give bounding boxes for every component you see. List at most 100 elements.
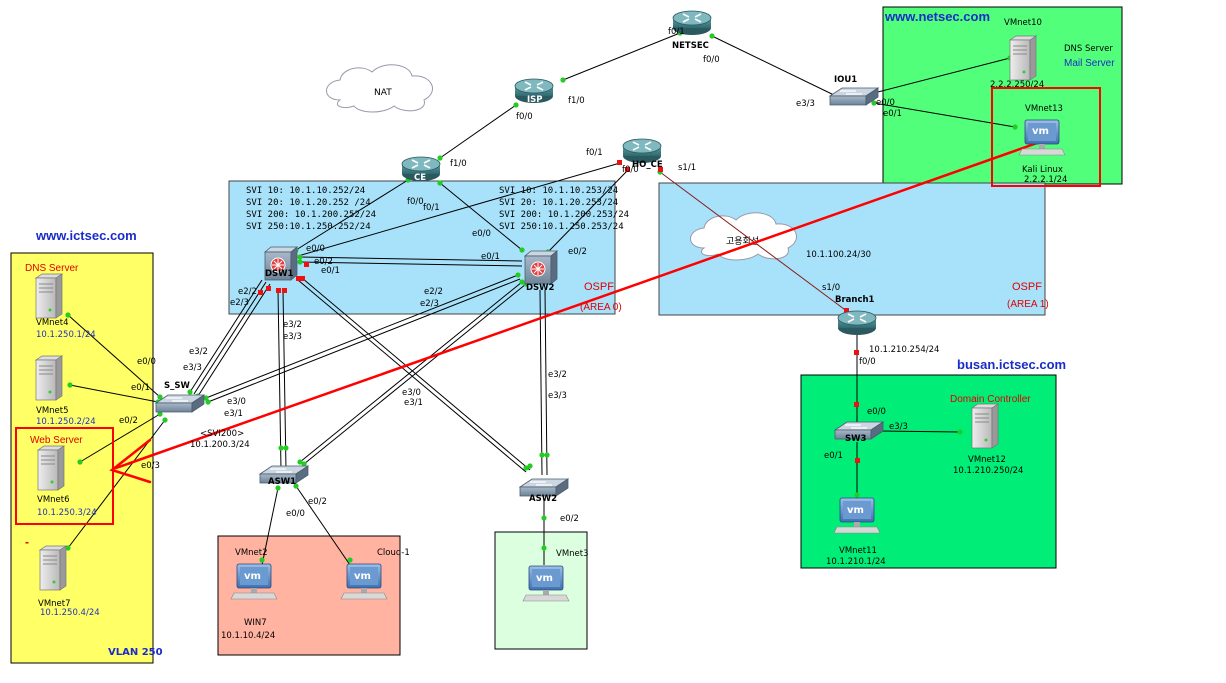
vm-vmnet13[interactable]: vm VMnet13 Kali Linux 2.2.2.1/24 [1018,104,1067,185]
server-vmnet5-name: VMnet5 [36,406,69,416]
s-sw-svi-label: <SVI200> [200,429,244,439]
port-dsw1-e00: e0/0 [306,244,325,254]
vmnet3-vm-badge: vm [536,573,553,584]
vm-cloud1-name: Cloud-1 [377,548,410,558]
netsec-zone [882,6,1123,185]
vm-vmnet2-name: VMnet2 [235,548,268,558]
port-isp-f00: f0/0 [516,112,533,122]
vmnet2-vm-badge: vm [244,571,261,582]
port-ssw-e30: e3/0 [227,397,246,407]
router-isp[interactable]: ISP [514,78,554,105]
router-ho-ce[interactable]: HO_CE [622,138,663,170]
port-iou1-e01: e0/1 [883,109,902,119]
link-dsw1-dsw2-b [299,261,523,267]
switch-asw1-label: ASW1 [268,477,296,487]
router-branch1[interactable]: Branch1 [835,295,877,336]
link-dsw1-asw1-b [282,289,287,471]
router-ce[interactable]: CE [401,156,441,183]
vm-cloud1[interactable]: vm Cloud-1 [340,548,410,600]
switch-dsw2[interactable]: DSW2 [524,250,558,293]
link-netsec-isp [562,32,681,81]
port-dsw1-e01: e0/1 [321,266,340,276]
link-dsw2-ssw-a [205,274,519,399]
switch-sw3[interactable]: SW3 [834,421,884,444]
link-dsw2-asw2-b [544,289,548,476]
dsw2-svi-list: SVI 10: 10.1.10.253/24 SVI 20: 10.1.20.2… [499,186,629,232]
link-ssw-vmnet5 [69,384,159,403]
port-ce-f10: f1/0 [450,159,467,169]
link-asw1-vmnet2 [261,487,279,566]
link-dsw1-dsw2-a [299,256,523,262]
port-labels: f0/1 f0/0 f1/0 f0/0 f1/0 f0/0 f0/1 f0/1 … [119,27,908,524]
server-vmnet10[interactable]: VMnet10 DNS Server Mail Server 2.2.2.250… [990,18,1115,90]
link-ce-dsw2 [439,182,523,251]
nat-cloud-label: NAT [374,88,392,98]
link-netsec-iou1 [711,35,837,97]
netsec-domain-label: www.netsec.com [884,9,990,24]
dsw2-svi-10: SVI 10: 10.1.10.253/24 [499,186,618,196]
port-sw3-e33: e3/3 [889,422,908,432]
port-ssw-e02: e0/2 [119,416,138,426]
server-vmnet6[interactable]: Web Server VMnet6 10.1.250.3/24 [30,435,97,518]
port-netsec-f01: f0/1 [668,27,685,37]
server-vmnet6-role: Web Server [30,435,83,446]
switch-dsw1[interactable]: DSW1 [264,246,298,281]
port-asw2-e02: e0/2 [560,514,579,524]
port-hoce-f00: f0/0 [622,165,639,175]
port-hoce-s11: s1/1 [678,163,696,173]
ospf-area0-label: OSPF [584,281,614,293]
port-asw1-e00: e0/0 [286,509,305,519]
router-netsec-label: NETSEC [672,41,709,51]
switch-sw3-label: SW3 [845,434,866,444]
switch-dsw1-label: DSW1 [265,269,294,279]
vmnet11-vm-badge: vm [847,505,864,516]
web-server-highlight [15,427,114,525]
port-dsw1-e02: e0/2 [314,257,333,267]
vm-vmnet3[interactable]: vm VMnet3 [522,549,589,602]
link-iou1-vmnet10 [873,57,1011,94]
busan-domain-label: busan.ictsec.com [957,357,1066,372]
switch-asw1[interactable]: ASW1 [259,465,309,487]
vm-vmnet2[interactable]: vm VMnet2 WIN7 10.1.10.4/24 [221,548,278,641]
server-vmnet7-marker: - [25,535,29,549]
vm-vmnet11[interactable]: vm VMnet11 10.1.210.1/24 [826,497,886,567]
link-dsw2-asw1-a [299,281,523,463]
dsw1-svi-200: SVI 200: 10.1.200.252/24 [246,210,376,220]
switch-s-sw[interactable]: S_SW [155,381,205,413]
vm-vmnet3-name: VMnet3 [556,549,589,559]
attack-line [114,140,1042,470]
vm-vmnet13-name: VMnet13 [1025,104,1063,114]
port-ssw-e00: e0/0 [137,357,156,367]
switch-iou1[interactable]: IOU1 [829,75,879,106]
ictsec-domain-label: www.ictsec.com [35,228,137,243]
port-ssw-e01: e0/1 [131,383,150,393]
server-vmnet10-ip: 2.2.2.250/24 [990,80,1044,90]
dsw1-svi-250: SVI 250:10.1.250.252/24 [246,222,371,232]
dsw1-svi-list: SVI 10: 10.1.10.252/24 SVI 20: 10.1.20.2… [246,186,376,232]
vm-vmnet11-name: VMnet11 [839,546,877,556]
port-ce-f01: f0/1 [423,203,440,213]
server-vmnet5[interactable]: VMnet5 10.1.250.2/24 [35,355,96,427]
server-vmnet12-ip: 10.1.210.250/24 [953,466,1023,476]
nat-cloud: NAT [326,64,433,113]
port-dsw2-e02: e0/2 [568,247,587,257]
router-netsec[interactable]: NETSEC [672,10,712,51]
port-sw3-e00: e0/0 [867,407,886,417]
port-dsw2-e23: e2/3 [420,299,439,309]
link-dsw1-ssw-b [193,281,267,395]
link-dsw2-asw1-b [303,283,527,465]
server-vmnet7[interactable]: - VMnet7 10.1.250.4/24 [25,535,100,618]
vm-vmnet11-ip: 10.1.210.1/24 [826,557,886,567]
server-vmnet12[interactable]: Domain Controller VMnet12 10.1.210.250/2… [950,394,1031,476]
vlan-label: VLAN 250 [108,647,163,658]
server-vmnet7-name: VMnet7 [38,599,71,609]
port-iou1-e00: e0/0 [876,98,895,108]
link-ssw-vmnet4 [67,314,161,398]
router-ce-label: CE [414,173,426,183]
switch-asw2[interactable]: ASW2 [519,478,569,504]
server-vmnet4[interactable]: DNS Server VMnet4 10.1.250.1/24 [25,263,96,340]
router-ho-ce-label: HO_CE [632,160,663,170]
wan-subnet-label: 10.1.100.24/30 [806,250,871,260]
server-vmnet6-ip: 10.1.250.3/24 [37,508,97,518]
link-hoce-dsw2 [547,169,629,253]
